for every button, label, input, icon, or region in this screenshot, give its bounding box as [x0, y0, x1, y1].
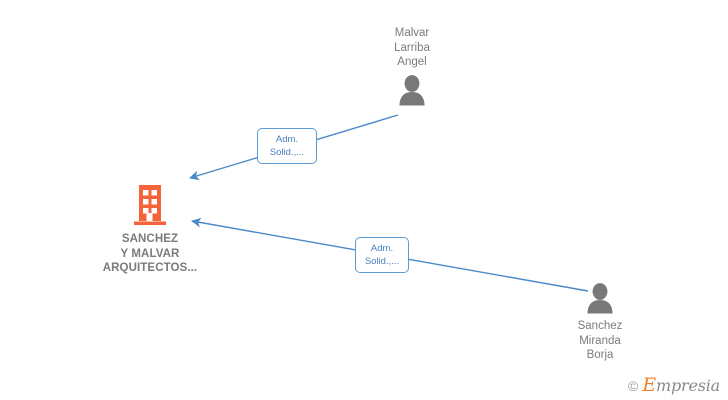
company-name-line-3: ARQUITECTOS... — [102, 262, 198, 274]
person-name-top: Malvar Larriba Angel — [332, 26, 492, 70]
company-name-line-1: SANCHEZ — [121, 233, 179, 245]
edge-label-bottom-line-1: Adm. — [370, 243, 394, 254]
person-top-name-line-2: Larriba — [394, 41, 430, 54]
edge-label-bottom[interactable]: Adm. Solid.,... — [355, 237, 409, 273]
person-node-malvar-larriba-angel[interactable]: Malvar Larriba Angel — [332, 26, 492, 106]
copyright-icon: © — [628, 377, 639, 394]
person-node-sanchez-miranda-borja[interactable]: Sanchez Miranda Borja — [520, 282, 680, 363]
company-node[interactable]: SANCHEZ Y MALVAR ARQUITECTOS... — [60, 183, 240, 276]
person-icon — [399, 74, 425, 105]
brand-rest: mpresia — [656, 376, 720, 395]
brand-initial: E — [642, 374, 656, 396]
person-name-bottom: Sanchez Miranda Borja — [520, 319, 680, 363]
edge-label-top-line-1: Adm. — [275, 134, 299, 145]
person-icon — [587, 283, 613, 314]
building-icon — [134, 185, 166, 225]
person-top-name-line-3: Angel — [397, 56, 427, 68]
company-name-line-2: Y MALVAR — [120, 247, 180, 260]
brand-logo: Empresia — [642, 376, 720, 395]
edge-label-top[interactable]: Adm. Solid.,... — [257, 128, 317, 164]
person-bottom-name-line-2: Miranda — [579, 334, 621, 347]
watermark: © Empresia — [628, 376, 720, 395]
person-bottom-name-line-3: Borja — [586, 349, 614, 361]
edge-label-bottom-line-2: Solid.,... — [364, 256, 400, 267]
person-bottom-name-line-1: Sanchez — [577, 320, 623, 332]
company-name: SANCHEZ Y MALVAR ARQUITECTOS... — [60, 232, 240, 276]
edge-label-top-line-2: Solid.,... — [269, 147, 305, 158]
person-top-name-line-1: Malvar — [394, 27, 430, 39]
